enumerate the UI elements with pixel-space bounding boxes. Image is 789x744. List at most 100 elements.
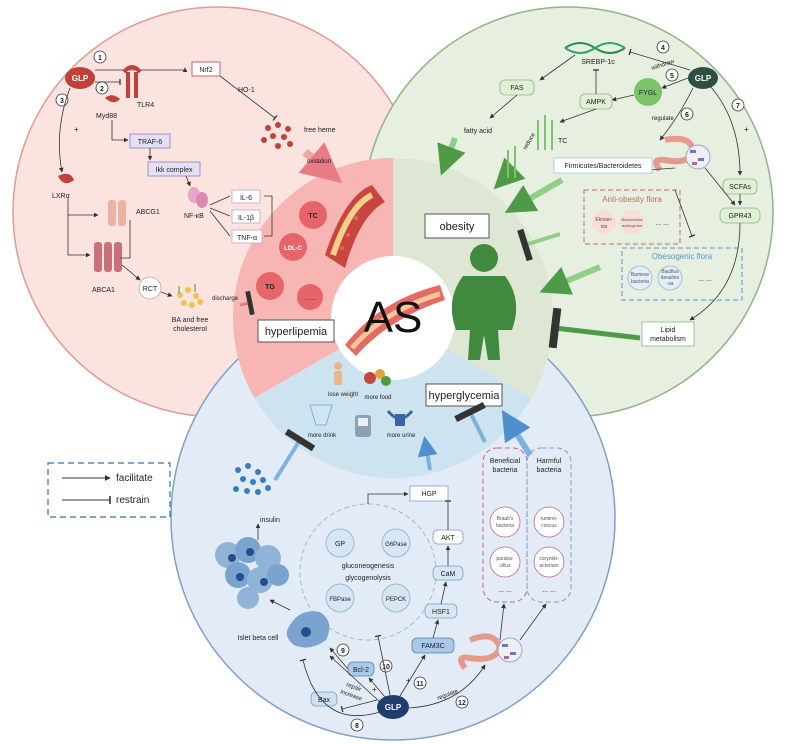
ruminococcus-label-1: rumino- — [541, 516, 558, 522]
obesogenic-arrow — [539, 264, 602, 295]
gp-node — [325, 528, 355, 558]
glp-glycemia-label: GLP — [385, 703, 402, 712]
bacteroides-label-2: acidogenes — [622, 223, 642, 228]
harmful-title-1: Harmful — [537, 458, 562, 465]
tnfa-label: TNF-α — [237, 235, 257, 242]
ring-hgp-link — [367, 491, 409, 504]
harmful-more: ... ... — [542, 587, 556, 594]
glp-obesity-label: GLP — [695, 74, 712, 83]
tlr4-receptor-icon — [122, 65, 142, 98]
food-icon — [364, 369, 391, 386]
g6pase-label: G6Pase — [385, 542, 407, 548]
obesity-plus-sign: + — [744, 125, 749, 134]
step-6-label: 6 — [685, 112, 689, 119]
step-7-badge — [731, 98, 745, 112]
step-5-label: 5 — [670, 73, 674, 80]
anti-flora-more: ... ... — [655, 220, 669, 227]
abca1-label: ABCA1 — [92, 287, 115, 294]
ldlc-cell-label: LDL-C — [284, 246, 303, 252]
g6pase-node — [381, 528, 411, 558]
beneficial-more: ... ... — [498, 587, 512, 594]
nrf2-box — [191, 61, 221, 77]
abcg1-transporter-icon — [108, 200, 126, 226]
harmful-arrow — [501, 409, 533, 457]
firmicutes-label: Firmicutes/Bacteroidetes — [564, 163, 642, 170]
artery-icon — [345, 285, 445, 356]
gpr43-lipid-link — [689, 222, 741, 321]
glycogenolysis-label: glycogenolysis — [345, 575, 391, 582]
glp-betacell-link — [329, 655, 381, 703]
tc-arrow — [493, 157, 526, 190]
glp-ring-restrain — [374, 634, 391, 696]
ikk-label: Ikk complex — [156, 167, 193, 174]
bacillus-node — [657, 265, 683, 291]
braults-label-1: Brault's — [497, 516, 514, 522]
lxra-icon — [58, 173, 74, 184]
insulin-restrain — [273, 428, 316, 482]
hgp-arrow — [417, 436, 438, 471]
person-icon — [334, 362, 342, 385]
gut-glycemia-icon — [458, 633, 504, 670]
bamese-node — [627, 265, 653, 291]
obesogenic-flora-more: ... ... — [698, 276, 712, 283]
myd88-traf6-link — [111, 120, 129, 143]
firmicutes-anti-restrain — [674, 189, 696, 238]
bcl2-label: Bcl-2 — [353, 667, 369, 674]
hgp-label: HGP — [421, 491, 437, 498]
lose-weight-label: lose weight — [328, 392, 358, 398]
lipid-metabolism-label-1: Lipid — [661, 327, 676, 334]
abca1-rct-link — [121, 264, 141, 281]
lipid-plus-sign: + — [74, 125, 79, 134]
ekmania-node — [592, 210, 616, 234]
obesity-label-box — [424, 213, 490, 239]
gut-firmicutes-link — [647, 167, 676, 173]
beneficial-bacteria-box — [482, 447, 528, 603]
ho1-label: HO-1 — [238, 87, 255, 94]
step-11-badge — [413, 676, 427, 690]
step-10-badge — [379, 659, 393, 673]
bacteria-cluster-icon — [685, 144, 711, 170]
srebp-label: SREBP-1c — [581, 59, 615, 66]
cytokine-bracket — [264, 195, 273, 237]
step-12-badge — [455, 695, 469, 709]
step-1-badge — [93, 50, 107, 64]
glycemia-plus-left: + — [372, 685, 377, 694]
harmful-bacteria-box — [526, 447, 572, 603]
gut-icon — [653, 135, 697, 172]
parabacillus-label-2: cillus — [499, 563, 511, 569]
ba-label-2: cholesterol — [173, 326, 207, 333]
islet-label: Islet beta cell — [238, 635, 279, 642]
repair-label: repair — [345, 682, 361, 693]
glucose-meter-icon — [355, 415, 371, 437]
hsf1-label: HSF1 — [432, 609, 450, 616]
tlr4-label: TLR4 — [137, 102, 154, 109]
step-9-badge — [336, 643, 350, 657]
bamese-label-2: bacteria — [631, 279, 649, 285]
corynebacterium-node — [533, 546, 565, 578]
ba-cholesterol-cluster — [177, 284, 203, 308]
anti-obesity-restrain — [517, 228, 561, 262]
tc-cell-label: TC — [308, 213, 317, 220]
hyperlipemia-label-box — [257, 319, 335, 343]
glp-lxra-link — [58, 87, 71, 173]
bacillus-label-2: desalino — [661, 275, 680, 281]
lipid-more-label: ...... — [305, 296, 315, 302]
fygl-node — [634, 78, 662, 106]
lipid-metabolism-label-2: metabolism — [650, 336, 686, 343]
lipid-cells: TC LDL-C TG ...... — [256, 201, 327, 310]
scfas-label: SCFAs — [729, 184, 751, 191]
gluconeogenesis-label: gluconeogenesis — [342, 563, 395, 570]
plaque-vessel-icon — [325, 185, 385, 268]
lipid-metabolism-box — [641, 321, 695, 347]
discharge-label: discharge — [212, 296, 239, 302]
step-10-label: 10 — [382, 664, 390, 671]
center-label: AS — [364, 293, 423, 342]
step-8-label: 8 — [355, 723, 359, 730]
ampk-tc-link — [559, 108, 597, 123]
beta-cell-cells-link — [269, 599, 291, 611]
lipid-metabolism-restrain — [548, 307, 641, 349]
glp-scfas-link — [709, 85, 743, 176]
dna-helix-icon — [564, 42, 626, 54]
fam3c-hsf1-link — [432, 619, 440, 639]
step-11-label: 11 — [416, 681, 424, 688]
